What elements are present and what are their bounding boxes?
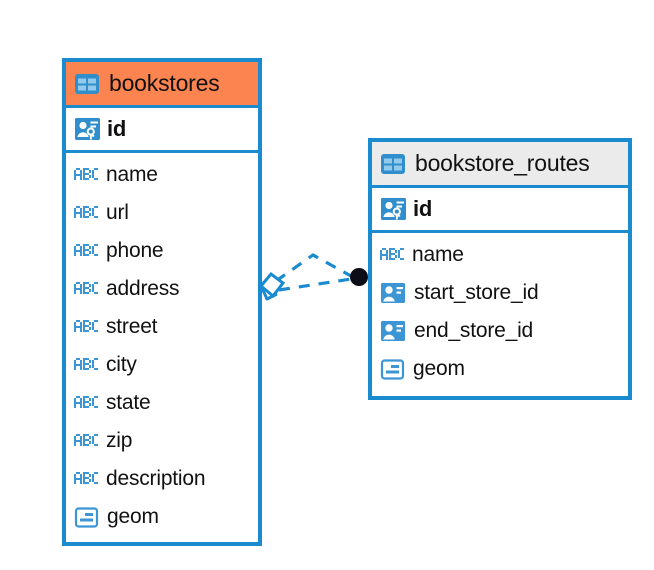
field-label: geom bbox=[413, 357, 465, 380]
table-title: bookstore_routes bbox=[415, 150, 590, 176]
relation-target-circle-marker[interactable] bbox=[350, 268, 368, 286]
er-table-bookstores[interactable]: bookstores id bbox=[62, 58, 262, 546]
field-label: zip bbox=[106, 429, 133, 452]
field-row-name[interactable]: name bbox=[66, 156, 258, 194]
field-list-bookstore-routes: name start_store_id bbox=[372, 233, 628, 388]
field-row-city[interactable]: city bbox=[66, 346, 258, 384]
table-header-bookstores[interactable]: bookstores bbox=[66, 62, 258, 108]
geometry-icon bbox=[380, 357, 405, 382]
abc-text-icon bbox=[74, 282, 98, 296]
field-label: state bbox=[106, 391, 151, 414]
field-row-zip[interactable]: zip bbox=[66, 422, 258, 460]
primary-key-icon bbox=[74, 116, 101, 143]
field-row-start-store-id[interactable]: start_store_id bbox=[372, 274, 628, 312]
table-icon bbox=[74, 71, 100, 97]
field-label: address bbox=[106, 277, 180, 300]
field-label: id bbox=[413, 196, 433, 221]
field-row-end-store-id[interactable]: end_store_id bbox=[372, 312, 628, 350]
abc-text-icon bbox=[74, 206, 98, 220]
er-table-bookstore-routes[interactable]: bookstore_routes id bbox=[368, 138, 632, 400]
field-row-phone[interactable]: phone bbox=[66, 232, 258, 270]
field-row-id[interactable]: id bbox=[66, 108, 258, 153]
field-label: id bbox=[107, 116, 127, 141]
field-label: phone bbox=[106, 239, 164, 262]
field-label: city bbox=[106, 353, 137, 376]
field-row-url[interactable]: url bbox=[66, 194, 258, 232]
abc-text-icon bbox=[380, 248, 404, 262]
abc-text-icon bbox=[74, 434, 98, 448]
relation-line-straight bbox=[278, 277, 352, 292]
primary-key-icon bbox=[380, 196, 407, 223]
field-row-geom[interactable]: geom bbox=[66, 498, 258, 536]
relation-source-diamond-marker[interactable] bbox=[258, 271, 286, 301]
field-list-bookstores: name u bbox=[66, 153, 258, 536]
field-label: url bbox=[106, 201, 129, 224]
foreign-key-icon bbox=[380, 280, 406, 306]
table-title: bookstores bbox=[109, 70, 220, 96]
field-label: end_store_id bbox=[414, 319, 534, 342]
abc-text-icon bbox=[74, 396, 98, 410]
field-row-state[interactable]: state bbox=[66, 384, 258, 422]
field-label: description bbox=[106, 467, 206, 490]
field-label: street bbox=[106, 315, 158, 338]
field-row-id[interactable]: id bbox=[372, 188, 628, 233]
geometry-icon bbox=[74, 505, 99, 530]
foreign-key-icon bbox=[380, 318, 406, 344]
field-label: name bbox=[412, 243, 464, 266]
relation-line-peaked bbox=[275, 253, 352, 283]
field-label: geom bbox=[107, 505, 159, 528]
field-row-geom[interactable]: geom bbox=[372, 350, 628, 388]
abc-text-icon bbox=[74, 168, 98, 182]
abc-text-icon bbox=[74, 472, 98, 486]
field-row-address[interactable]: address bbox=[66, 270, 258, 308]
abc-text-icon bbox=[74, 244, 98, 258]
table-header-bookstore-routes[interactable]: bookstore_routes bbox=[372, 142, 628, 188]
field-row-description[interactable]: description bbox=[66, 460, 258, 498]
field-label: name bbox=[106, 163, 158, 186]
abc-text-icon bbox=[74, 358, 98, 372]
table-icon bbox=[380, 151, 406, 177]
field-row-name[interactable]: name bbox=[372, 236, 628, 274]
field-row-street[interactable]: street bbox=[66, 308, 258, 346]
field-label: start_store_id bbox=[414, 281, 539, 304]
abc-text-icon bbox=[74, 320, 98, 334]
